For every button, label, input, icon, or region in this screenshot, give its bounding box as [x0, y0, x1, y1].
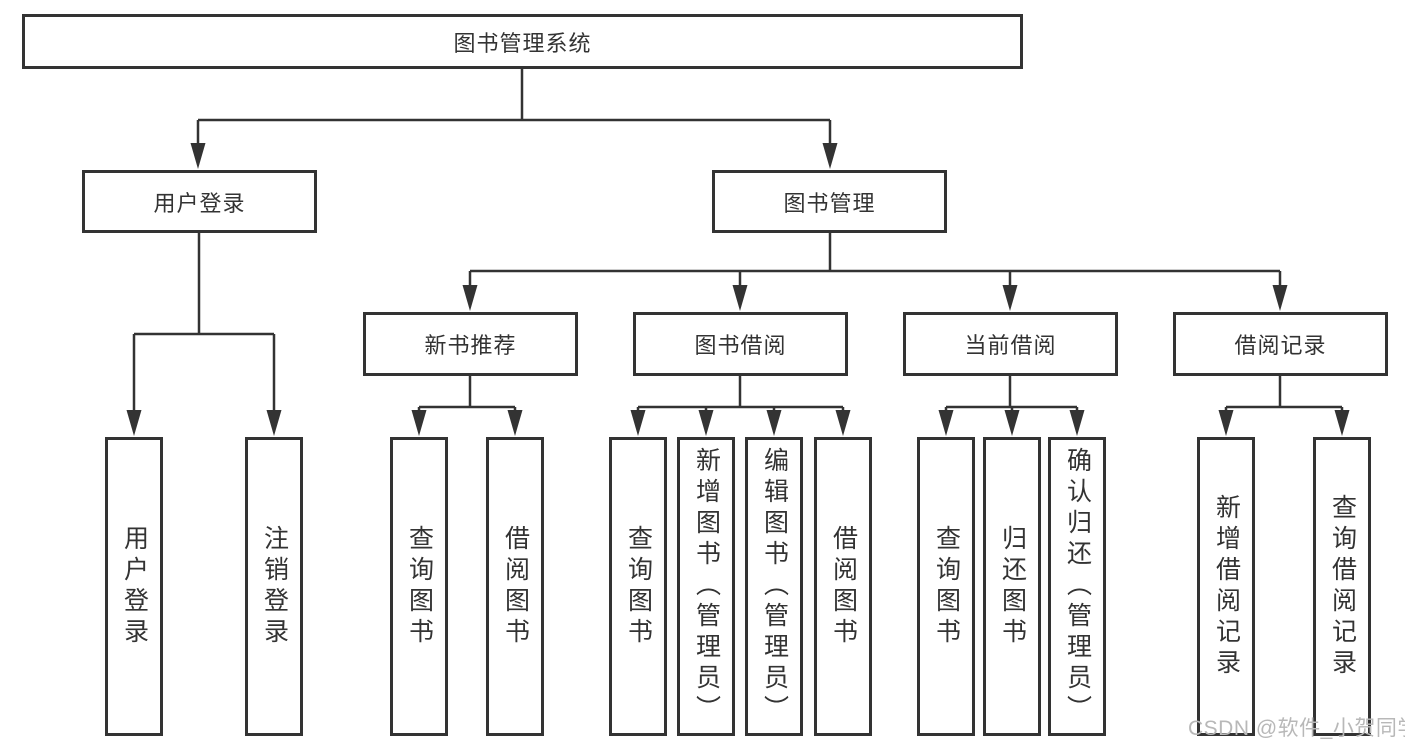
- node-borrow-records: 借阅记录: [1173, 312, 1388, 376]
- leaf-recommend-query-books-label: 查询图书: [405, 524, 434, 649]
- leaf-current-query-books-label: 查询图书: [932, 524, 961, 649]
- node-book-borrow-label: 图书借阅: [694, 333, 787, 358]
- leaf-user-login: 用户登录: [105, 437, 163, 736]
- node-book-management: 图书管理: [712, 170, 947, 233]
- node-root-label: 图书管理系统: [453, 30, 592, 56]
- leaf-logout: 注销登录: [245, 437, 303, 736]
- node-new-book-recommend-label: 新书推荐: [424, 333, 517, 358]
- leaf-current-query-books: 查询图书: [917, 437, 975, 736]
- arrowheads: [126, 143, 1350, 436]
- leaf-borrow-query-books-label: 查询图书: [624, 524, 653, 649]
- leaf-records-add-record-label: 新增借阅记录: [1212, 493, 1241, 680]
- leaf-borrow-add-books-admin: 新增图书（管理员）: [677, 437, 735, 736]
- leaf-current-return-books: 归还图书: [983, 437, 1041, 736]
- leaf-records-add-record: 新增借阅记录: [1197, 437, 1255, 736]
- node-current-borrow: 当前借阅: [903, 312, 1118, 376]
- leaf-current-confirm-return-admin-label: 确认归还（管理员）: [1063, 447, 1092, 726]
- leaf-borrow-borrow-books-label: 借阅图书: [829, 524, 858, 649]
- leaf-recommend-query-books: 查询图书: [390, 437, 448, 736]
- leaf-borrow-add-books-admin-label: 新增图书（管理员）: [692, 447, 721, 726]
- leaf-current-return-books-label: 归还图书: [998, 524, 1027, 649]
- leaf-logout-label: 注销登录: [260, 524, 289, 649]
- node-borrow-records-label: 借阅记录: [1234, 333, 1327, 358]
- leaf-records-query-record-label: 查询借阅记录: [1328, 493, 1357, 680]
- node-new-book-recommend: 新书推荐: [363, 312, 578, 376]
- csdn-watermark: CSDN @软件_小贺同学: [1188, 717, 1405, 740]
- leaf-borrow-edit-books-admin: 编辑图书（管理员）: [745, 437, 803, 736]
- leaf-borrow-borrow-books: 借阅图书: [814, 437, 872, 736]
- node-user-login-label: 用户登录: [153, 190, 246, 216]
- node-book-management-label: 图书管理: [783, 190, 876, 216]
- node-root: 图书管理系统: [22, 14, 1023, 69]
- leaf-recommend-borrow-books: 借阅图书: [486, 437, 544, 736]
- node-book-borrow: 图书借阅: [633, 312, 848, 376]
- node-user-login: 用户登录: [82, 170, 317, 233]
- leaf-recommend-borrow-books-label: 借阅图书: [501, 524, 530, 649]
- leaf-user-login-label: 用户登录: [120, 524, 149, 649]
- connector-lines: [132, 69, 1344, 416]
- leaf-borrow-query-books: 查询图书: [609, 437, 667, 736]
- leaf-borrow-edit-books-admin-label: 编辑图书（管理员）: [760, 447, 789, 726]
- node-current-borrow-label: 当前借阅: [964, 333, 1057, 358]
- leaf-records-query-record: 查询借阅记录: [1313, 437, 1371, 736]
- leaf-current-confirm-return-admin: 确认归还（管理员）: [1048, 437, 1106, 736]
